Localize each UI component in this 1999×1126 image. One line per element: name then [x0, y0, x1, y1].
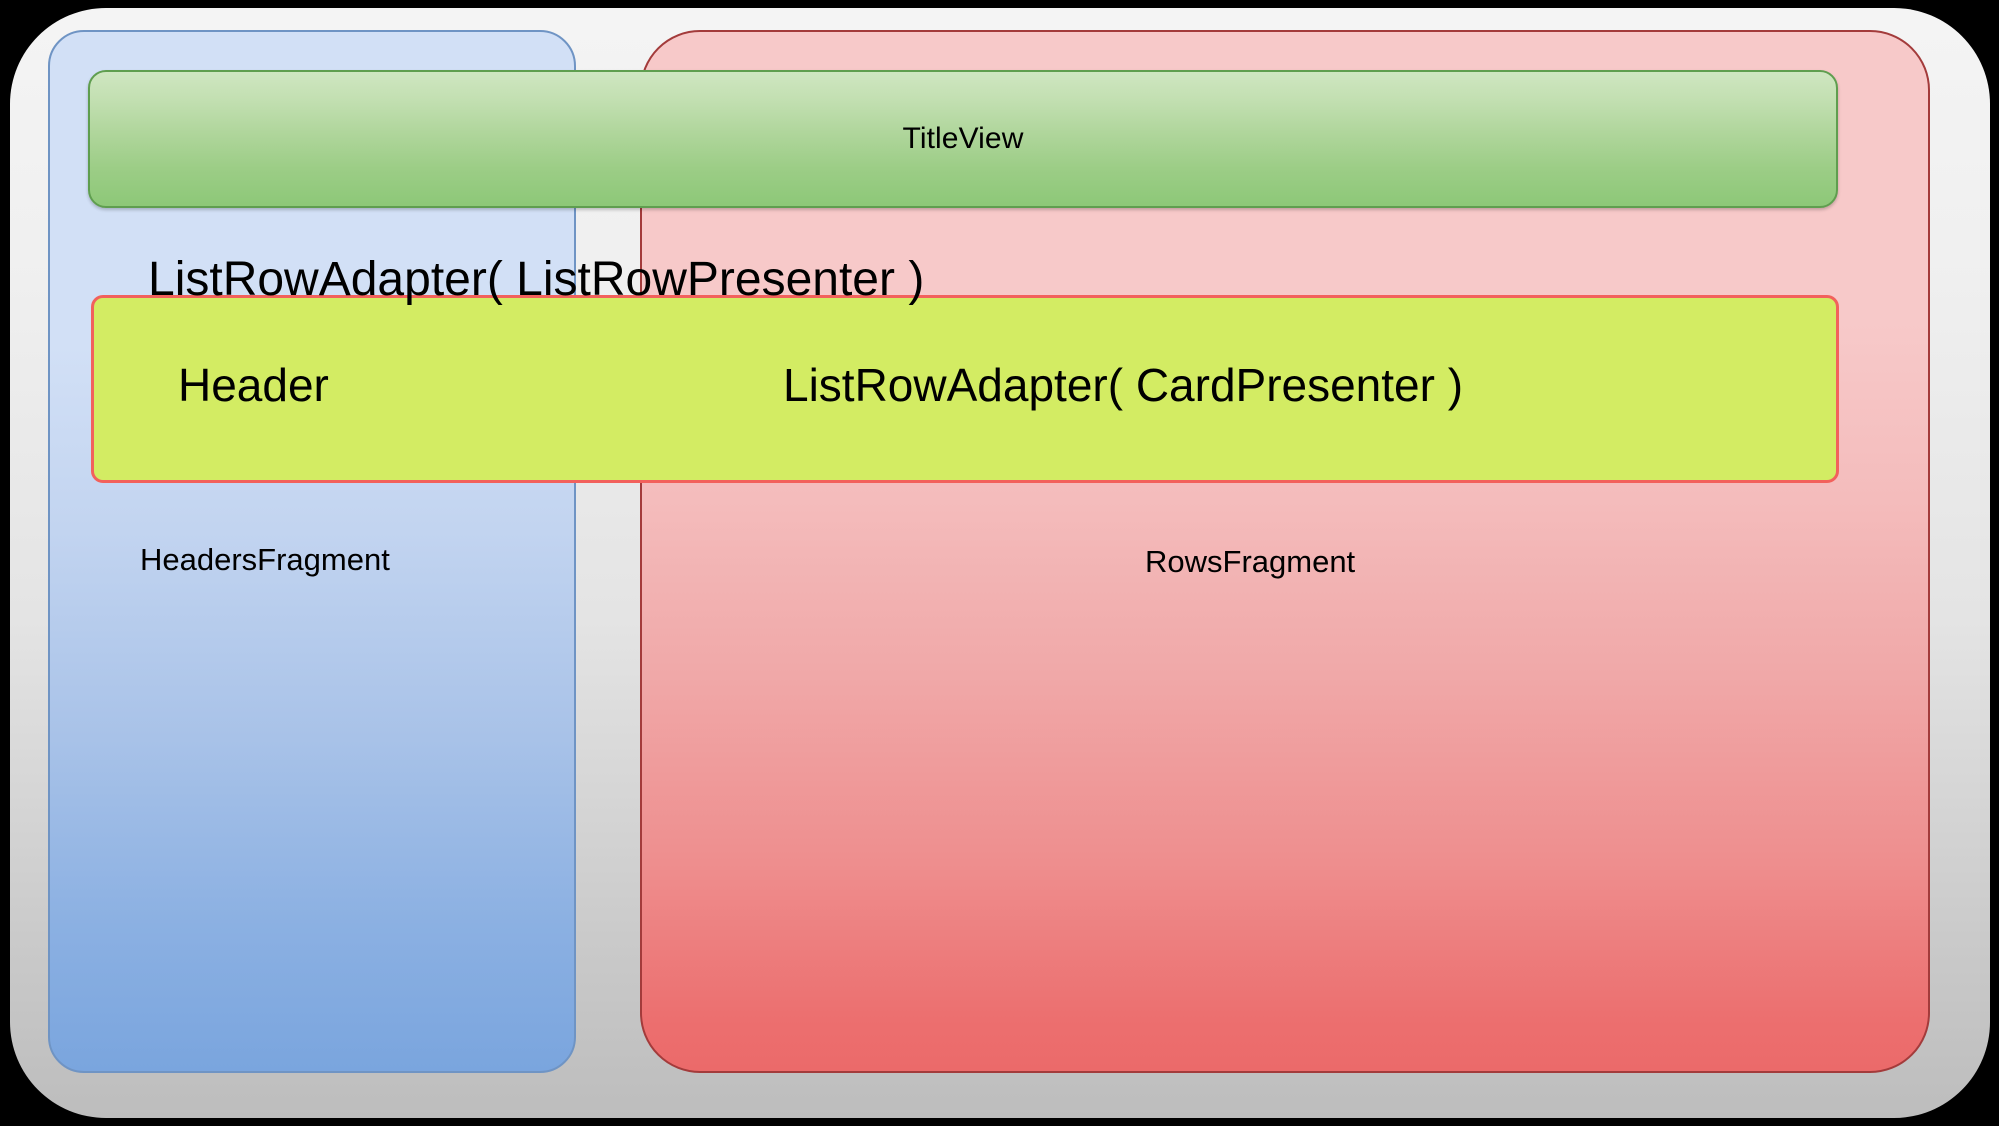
title-view-label: TitleView: [902, 122, 1024, 155]
list-row-adapter-cardpresenter-label: ListRowAdapter( CardPresenter ): [783, 359, 1464, 411]
rows-fragment-label: RowsFragment: [1145, 544, 1356, 579]
list-row-adapter-presenter-caption: ListRowAdapter( ListRowPresenter ): [148, 253, 925, 306]
row-header-label: Header: [178, 359, 329, 411]
headers-fragment-label: HeadersFragment: [140, 542, 390, 577]
list-row-band[interactable]: [91, 295, 1839, 483]
title-view-box[interactable]: TitleView: [88, 70, 1838, 208]
